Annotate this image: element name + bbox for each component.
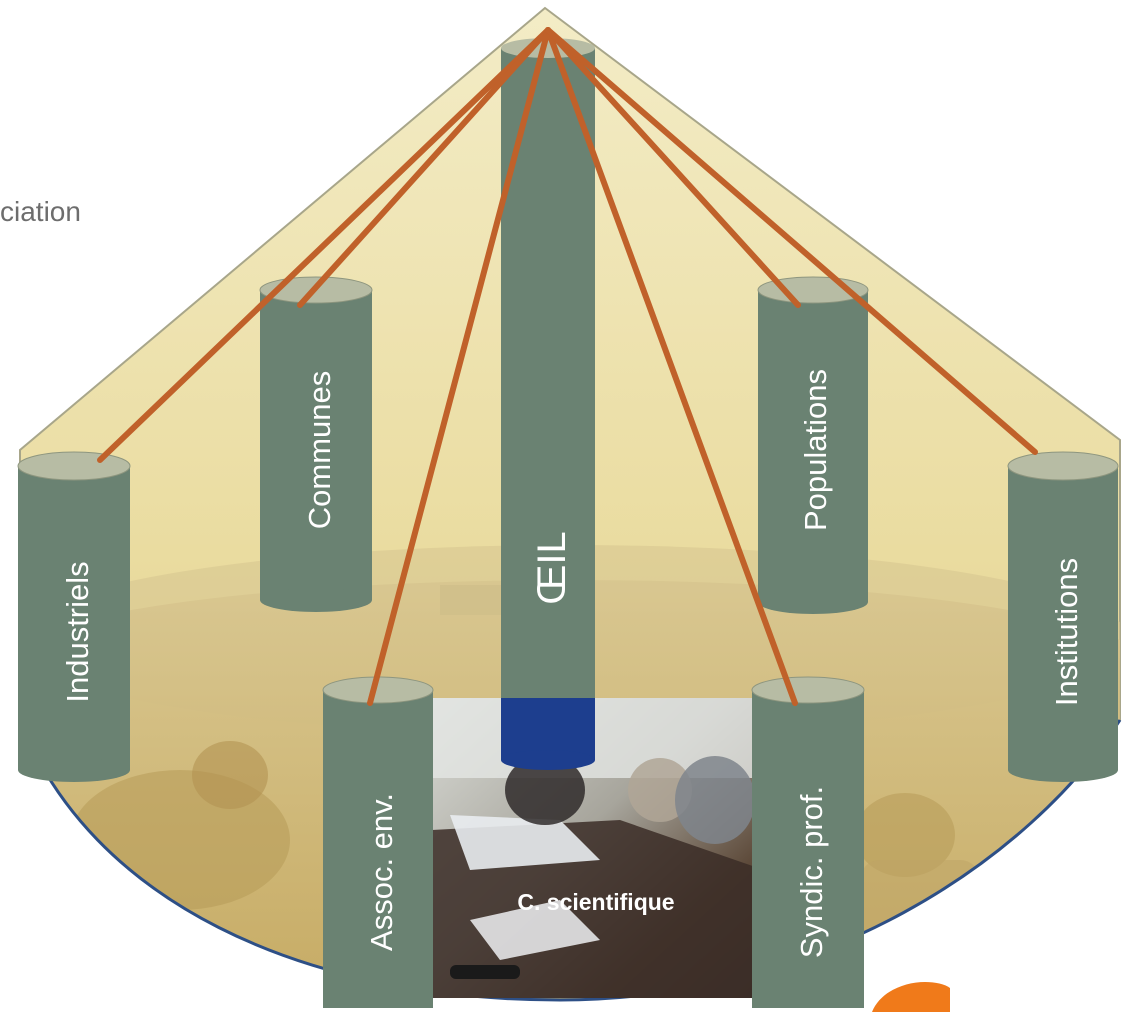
apex-connections: [97, 27, 1038, 706]
connection-institutions: [545, 27, 1038, 455]
pillar-label: Institutions: [1049, 558, 1084, 706]
connection-syndic-prof: [545, 27, 798, 706]
connection-assoc-env: [367, 27, 551, 706]
cropped-heading-fragment: ciation: [0, 196, 81, 227]
connection-populations: [545, 27, 801, 308]
pillar-label: Syndic. prof.: [794, 786, 829, 958]
pillar-communes: Communes: [259, 276, 373, 612]
pillar-label: Industriels: [60, 561, 95, 702]
pillar-label: Assoc. env.: [364, 793, 399, 951]
pillar-industriels: Industriels: [17, 451, 131, 782]
pillar-label: Populations: [798, 369, 833, 531]
center-panel-label: C. scientifique: [517, 889, 674, 915]
pillar-syndic-prof: Syndic. prof.: [751, 676, 865, 1008]
pillar-label: ŒIL: [530, 531, 574, 604]
pillar-assoc-env: Assoc. env.: [322, 676, 434, 1008]
orange-corner-shape: [872, 982, 950, 1012]
pillar-institutions: Institutions: [1007, 451, 1119, 782]
pillar-label: Communes: [302, 371, 337, 530]
pillar-populations: Populations: [757, 276, 869, 614]
connection-communes: [297, 27, 551, 308]
connection-industriels: [97, 27, 551, 463]
scientific-committee-photo: C. scientifique: [432, 698, 764, 998]
tent-base-rim: [18, 719, 1122, 1002]
